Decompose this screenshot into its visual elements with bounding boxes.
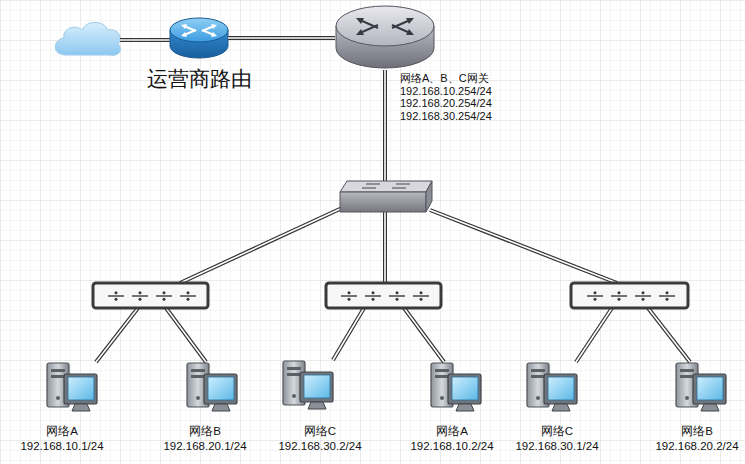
access-switch-icon [571, 283, 688, 308]
link-group [228, 38, 335, 39]
ip-address: 192.168.20.254/24 [400, 97, 492, 110]
host-pc: 网络C192.168.30.2/24 [265, 424, 375, 456]
pc-icon [187, 363, 237, 411]
host-pc: 网络B192.168.20.2/24 [642, 424, 745, 456]
node-label: 运营商路由 [147, 66, 252, 92]
node-text-group: 网络B192.168.20.1/24 [150, 424, 260, 454]
node-label: 网络C [502, 424, 612, 439]
node-label: 网络A [7, 424, 117, 439]
host-pc: 网络A192.168.10.2/24 [397, 424, 507, 456]
access-switch-icon [93, 283, 208, 308]
node-label: 网络B [642, 424, 745, 439]
ip-address: 192.168.10.2/24 [397, 439, 507, 454]
gateway-router-icon [336, 6, 434, 68]
link-inner-line [228, 37, 335, 39]
node-text-group: 运营商路由 [147, 66, 252, 92]
operator-router: 运营商路由 [170, 16, 228, 60]
ip-address: 192.168.30.254/24 [400, 110, 492, 123]
ip-address: 192.168.10.254/24 [400, 85, 492, 98]
node-text-group: 网络C192.168.30.1/24 [502, 424, 612, 454]
node-text-group: 网络B192.168.20.2/24 [642, 424, 745, 454]
ip-address: 192.168.20.1/24 [150, 439, 260, 454]
node-text-group: 网络C192.168.30.2/24 [265, 424, 375, 454]
uplink-wire [385, 70, 386, 182]
pc-icon [47, 363, 97, 411]
node-label: 网络C [265, 424, 375, 439]
host-pc: 网络C192.168.30.1/24 [502, 424, 612, 456]
ip-address: 192.168.30.1/24 [502, 439, 612, 454]
node-label: 网络A [397, 424, 507, 439]
node-text-group: 网络A192.168.10.1/24 [7, 424, 117, 454]
access-wires [96, 308, 690, 362]
access-switch-icon [326, 283, 441, 308]
core-switch-icon [340, 181, 432, 212]
ip-address: 192.168.20.2/24 [642, 439, 745, 454]
pc-icon [283, 361, 333, 409]
node-text-group: 网络A192.168.10.2/24 [397, 424, 507, 454]
host-pc: 网络B192.168.20.1/24 [150, 424, 260, 456]
pc-icon [527, 363, 577, 411]
gateway-router: 网络A、B、C网关192.168.10.254/24192.168.20.254… [335, 5, 435, 71]
distribution-wires [180, 208, 617, 283]
node-text-group: 网络A、B、C网关192.168.10.254/24192.168.20.254… [400, 72, 492, 122]
cloud-wire [120, 40, 171, 41]
pc-icon [431, 363, 481, 411]
internet-cloud [55, 23, 120, 56]
node-label: 网络B [150, 424, 260, 439]
operator-router-icon [170, 18, 228, 58]
pc-icon [676, 363, 726, 411]
ip-address: 192.168.30.2/24 [265, 439, 375, 454]
network-link [228, 36, 335, 40]
ip-address: 192.168.10.1/24 [7, 439, 117, 454]
host-pc: 网络A192.168.10.1/24 [7, 424, 117, 456]
node-label: 网络A、B、C网关 [400, 72, 492, 85]
